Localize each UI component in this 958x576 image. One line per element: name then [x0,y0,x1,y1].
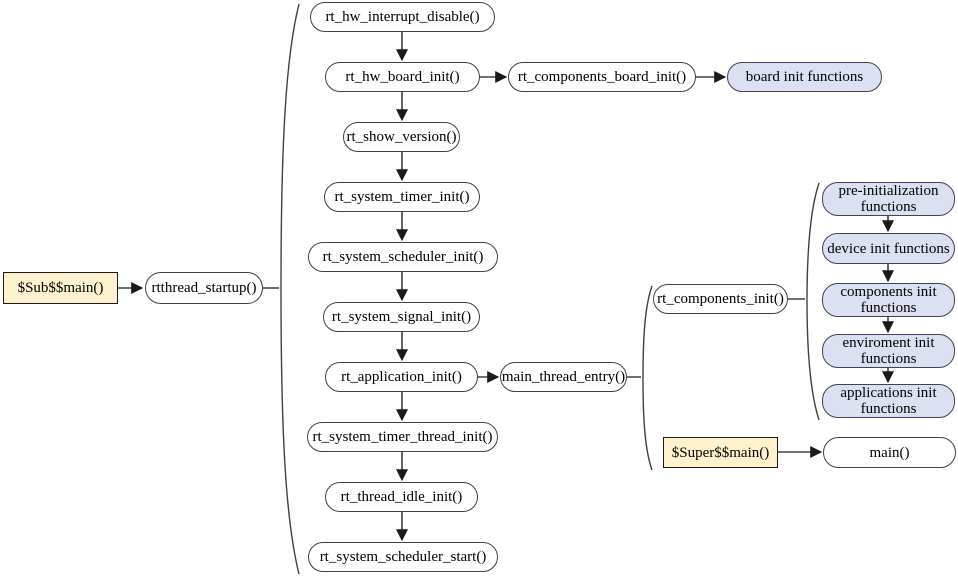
node-super-main: $Super$$main() [663,437,778,468]
node-board-init-functions: board init functions [727,62,882,92]
brace-connectors [263,287,805,378]
brace-rt-components-init [806,182,820,421]
brace-main-thread-entry [642,285,653,471]
node-main-thread-entry: main_thread_entry() [500,362,627,392]
node-rt-system-scheduler-init: rt_system_scheduler_init() [308,242,498,272]
node-rt-system-scheduler-start: rt_system_scheduler_start() [308,542,498,572]
node-rtthread-startup: rtthread_startup() [145,272,263,304]
node-sub-main: $Sub$$main() [3,272,118,304]
node-enviroment-init-functions: enviroment init functions [822,334,955,368]
node-device-init-functions: device init functions [822,233,955,264]
node-main: main() [823,437,956,468]
node-rt-application-init: rt_application_init() [325,362,478,392]
node-rt-show-version: rt_show_version() [343,122,460,152]
node-rt-components-init: rt_components_init() [653,284,788,314]
node-rt-system-signal-init: rt_system_signal_init() [323,302,480,332]
node-pre-initialization-functions: pre-initialization functions [822,182,955,216]
node-rt-components-board-init: rt_components_board_init() [508,62,696,92]
node-rt-system-timer-thread-init: rt_system_timer_thread_init() [307,422,498,452]
node-rt-hw-interrupt-disable: rt_hw_interrupt_disable() [310,2,495,32]
brace-rtthread-startup [280,3,300,575]
node-components-init-functions: components init functions [822,283,955,317]
node-rt-thread-idle-init: rt_thread_idle_init() [325,482,478,512]
node-applications-init-functions: applications init functions [822,384,955,418]
flow-arrows [118,32,894,542]
node-rt-system-timer-init: rt_system_timer_init() [324,182,480,212]
node-rt-hw-board-init: rt_hw_board_init() [325,62,480,92]
